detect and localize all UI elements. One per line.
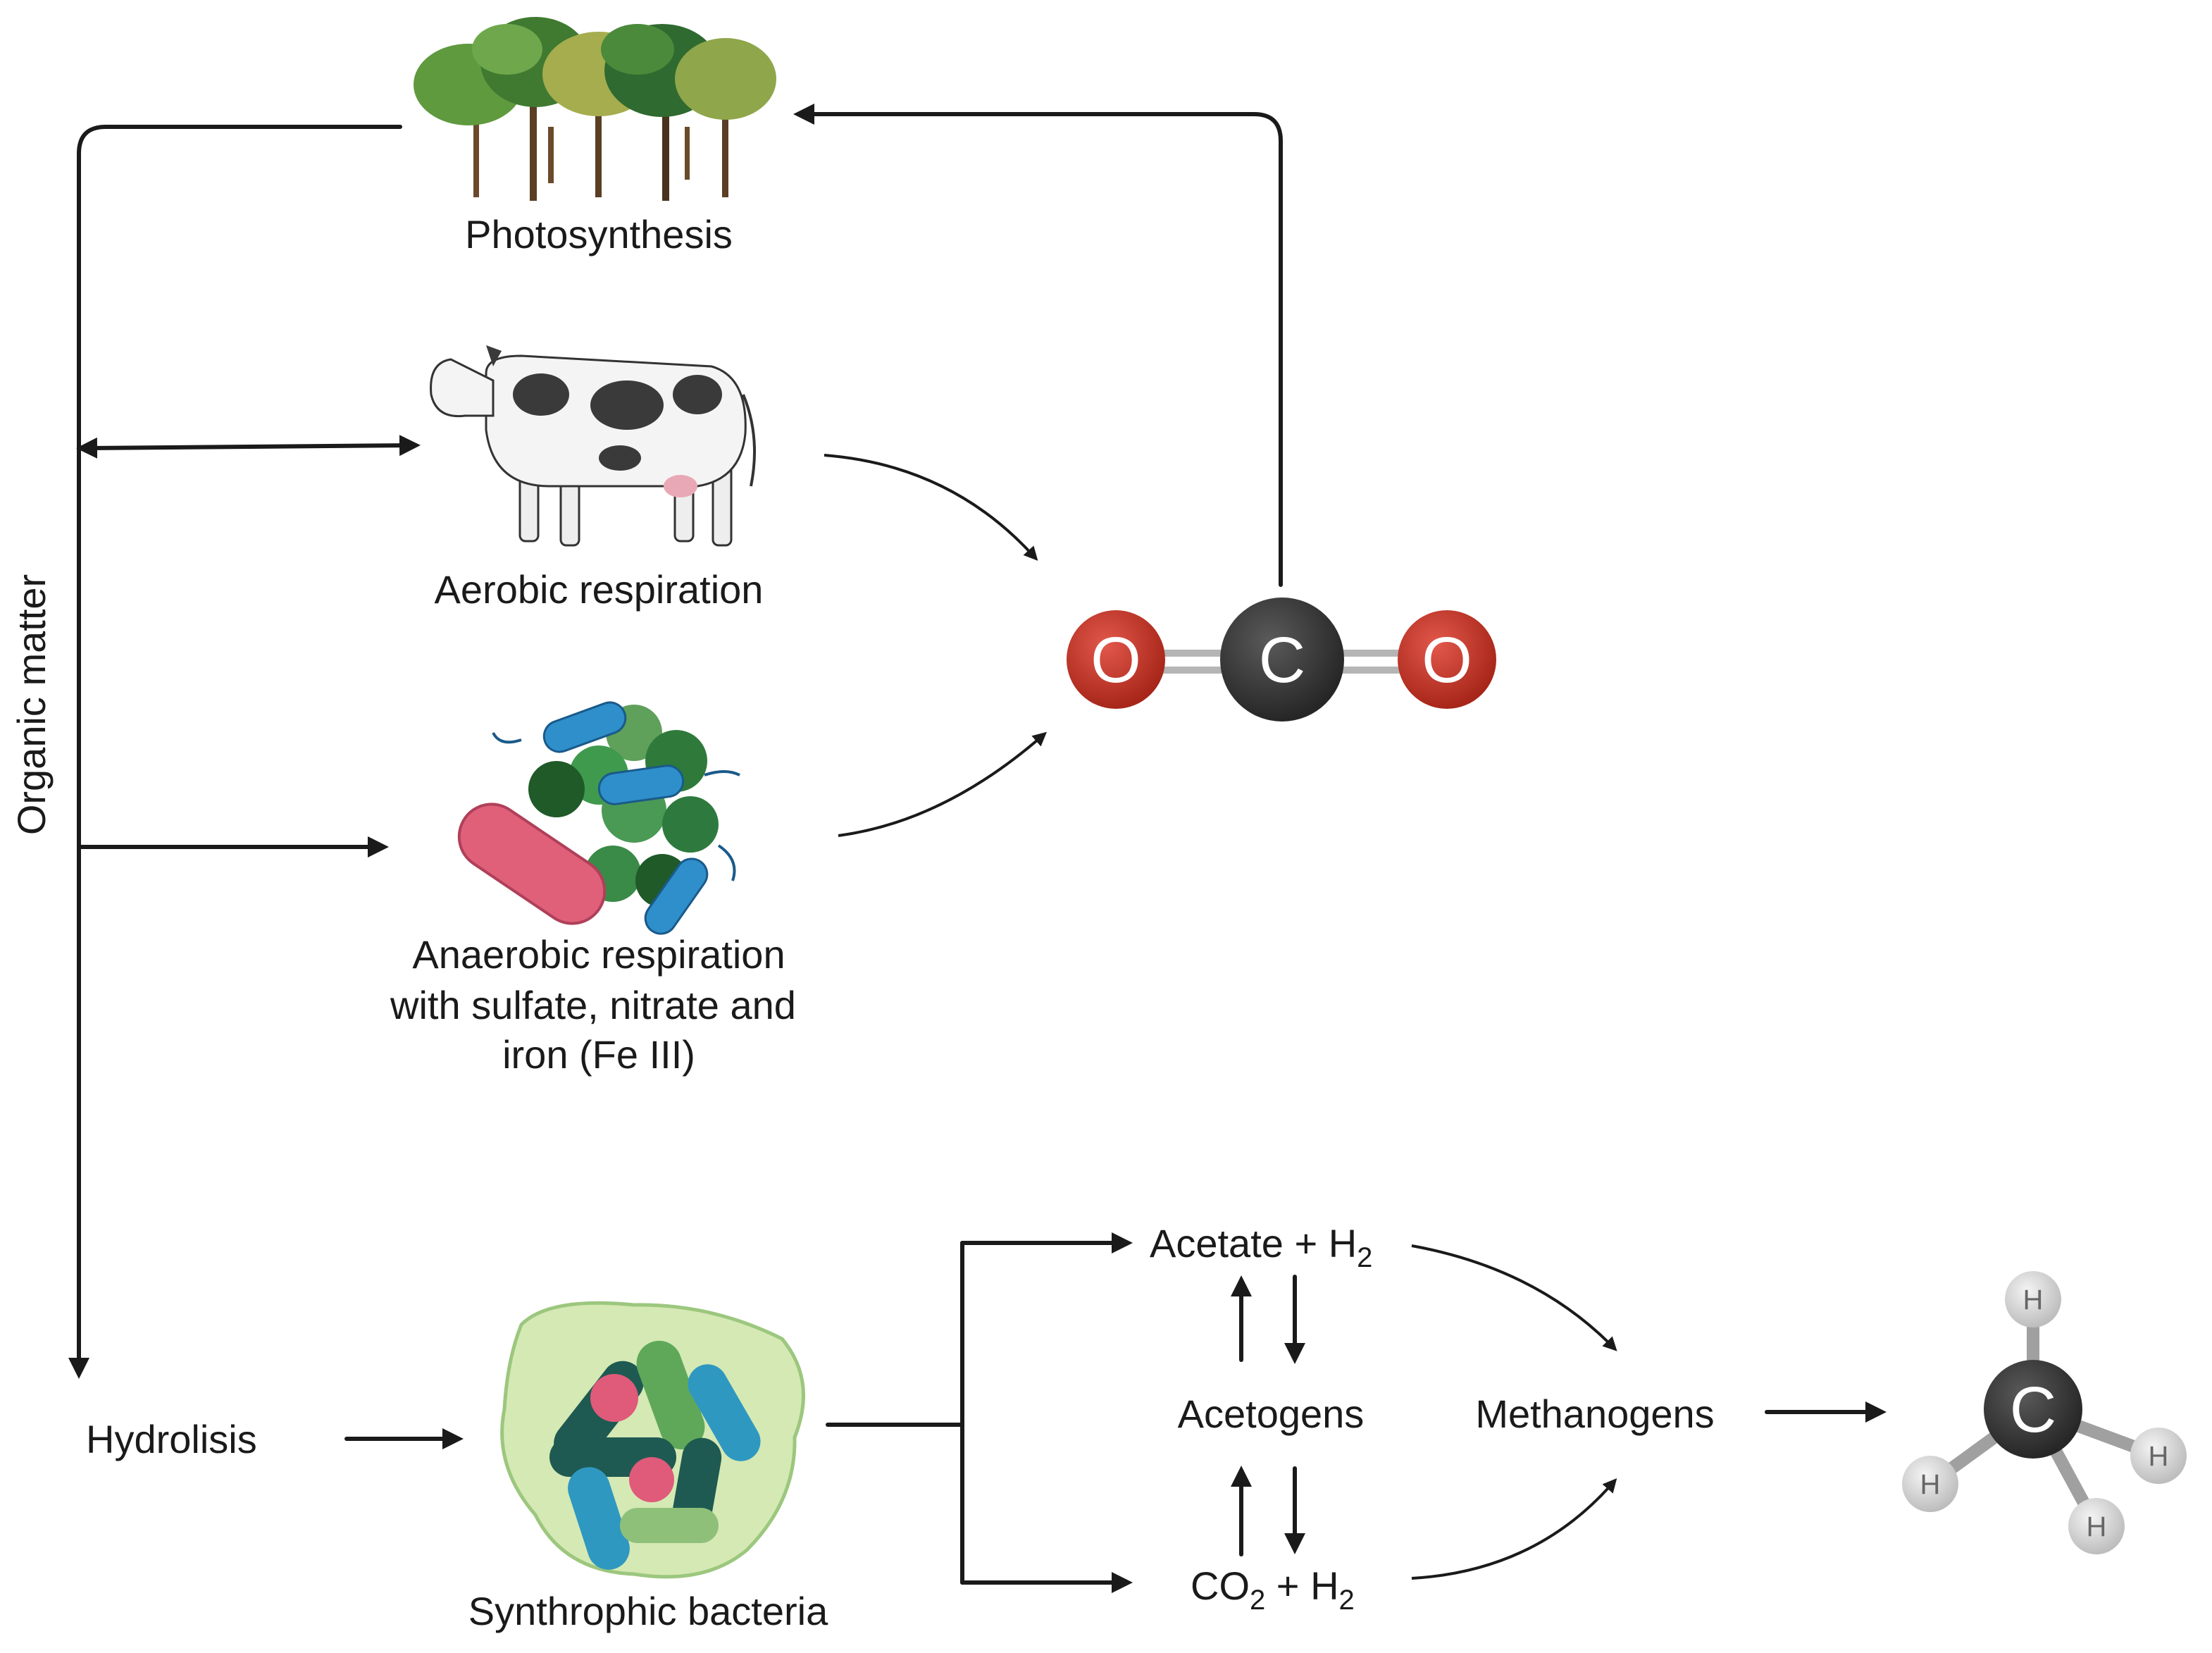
anaerobic-respiration-label-line2: with sulfate, nitrate and	[390, 983, 796, 1027]
co2-o-left-label: O	[1091, 624, 1141, 696]
hydrogen-atom-bottom	[2068, 1498, 2125, 1554]
anaerobic-respiration-label-line1: Anaerobic respiration	[412, 932, 785, 977]
ch4-h-right-label: H	[2149, 1441, 2169, 1472]
methane-molecule: C H H H H	[1902, 1271, 2187, 1554]
methanogens-label: Methanogens	[1475, 1392, 1714, 1436]
photosynthesis-label: Photosynthesis	[465, 212, 733, 256]
acetogens-label: Acetogens	[1178, 1392, 1365, 1436]
main-organic-matter-line	[68, 125, 402, 1379]
oxygen-atom-left	[1067, 610, 1165, 709]
ch4-c-label: C	[2010, 1374, 2056, 1446]
arrow-aerobic-to-co2	[824, 454, 1038, 561]
synthrophic-bacteria-illustration	[500, 1301, 805, 1579]
acetate-h2-label: Acetate + H2	[1150, 1221, 1372, 1273]
hydrogen-atom-right	[2130, 1428, 2187, 1484]
arrow-anaerobic-to-co2	[838, 731, 1048, 837]
synthrophic-bacteria-label: Synthrophic bacteria	[468, 1589, 828, 1633]
aerobic-respiration-label: Aerobic respiration	[435, 567, 764, 612]
anaerobic-respiration-label-line3: iron (Fe III)	[502, 1032, 695, 1077]
methane-carbon-atom	[1984, 1360, 2082, 1459]
hydrogen-atom-left	[1902, 1456, 1958, 1512]
co2-h2-label: CO2 + H2	[1191, 1564, 1355, 1616]
bacteria-cluster-illustration	[457, 701, 740, 935]
trees-illustration	[414, 17, 776, 201]
carbon-atom	[1220, 598, 1344, 722]
branch-bacteria-to-products	[826, 1232, 1133, 1593]
hydrogen-atom-top	[2005, 1271, 2061, 1327]
co2-o-right-label: O	[1422, 624, 1472, 696]
arrow-co2-to-photosynthesis	[793, 104, 1283, 587]
arrow-cow-bidirectional	[76, 435, 421, 459]
hydrolisis-label: Hydrolisis	[86, 1417, 257, 1461]
co2-molecule: O C O	[1067, 598, 1496, 722]
organic-matter-label: Organic matter	[9, 574, 54, 835]
co2-c-label: C	[1259, 624, 1305, 696]
ch4-h-bottom-label: H	[2087, 1511, 2107, 1542]
arrow-acetate-to-methanogens	[1411, 1244, 1617, 1351]
cow-illustration	[430, 345, 756, 547]
oxygen-atom-right	[1398, 610, 1496, 709]
ch4-h-top-label: H	[2023, 1284, 2044, 1315]
ch4-h-left-label: H	[1920, 1469, 1941, 1500]
arrow-co2h2-to-methanogens	[1411, 1478, 1617, 1580]
